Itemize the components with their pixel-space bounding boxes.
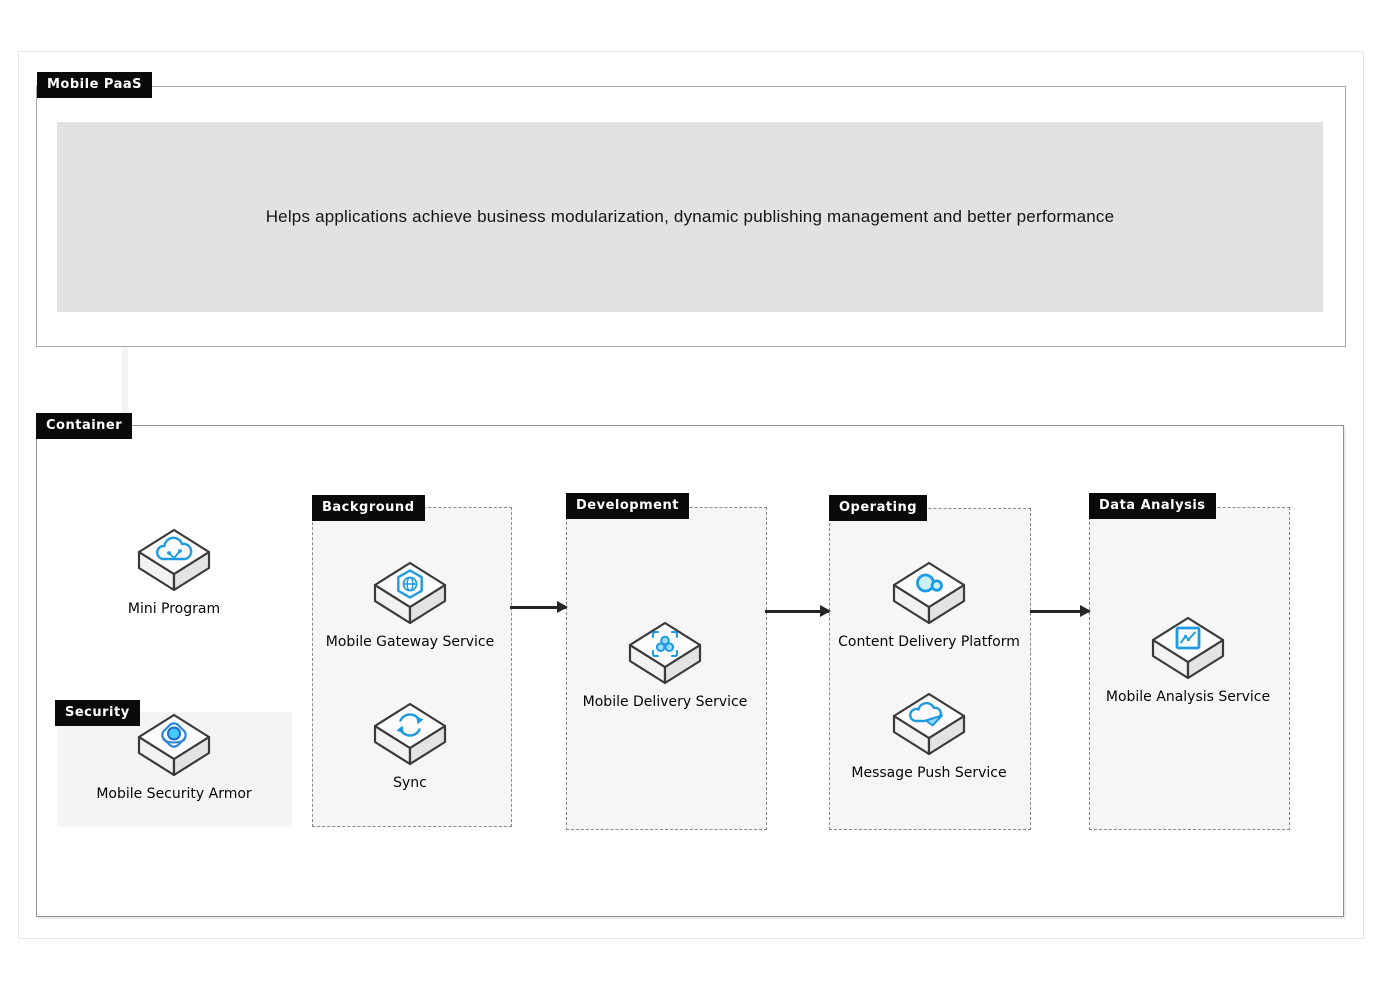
node-mobile-gateway-service: Mobile Gateway Service: [300, 561, 520, 651]
arrow-development-to-operating: [765, 605, 831, 617]
node-sync: Sync: [300, 702, 520, 792]
cloud-plane-icon: [892, 692, 966, 758]
chart-line-icon: [1151, 616, 1225, 682]
arrow-background-to-development: [510, 601, 568, 613]
node-label: Mobile Gateway Service: [325, 634, 495, 650]
node-label: Message Push Service: [851, 765, 1007, 781]
shield-orb-icon: [137, 713, 211, 779]
development-tag: Development: [566, 493, 689, 519]
node-mobile-delivery-service: Mobile Delivery Service: [555, 621, 775, 711]
operating-tag: Operating: [829, 495, 928, 521]
node-message-push-service: Message Push Service: [819, 692, 1039, 782]
node-label: Content Delivery Platform: [838, 634, 1020, 650]
mobile-paas-tag: Mobile PaaS: [37, 72, 153, 98]
group-background: [312, 507, 512, 827]
container-tag: Container: [36, 413, 133, 439]
group-operating: [829, 508, 1031, 830]
sync-arrows-icon: [373, 702, 447, 768]
dual-loop-icon: [892, 561, 966, 627]
cloud-circuit-icon: [137, 528, 211, 594]
arrow-operating-to-data-analysis: [1030, 605, 1091, 617]
description-banner: Helps applications achieve business modu…: [57, 122, 1323, 312]
description-text: Helps applications achieve business modu…: [265, 207, 1115, 226]
background-tag: Background: [312, 495, 425, 521]
group-data-analysis: [1089, 507, 1290, 830]
node-label: Sync: [393, 775, 427, 791]
node-mobile-analysis-service: Mobile Analysis Service: [1078, 616, 1298, 706]
hexagon-globe-icon: [373, 561, 447, 627]
node-mini-program: Mini Program: [64, 528, 284, 618]
node-content-delivery-platform: Content Delivery Platform: [819, 561, 1039, 651]
node-label: Mini Program: [127, 601, 221, 617]
node-label: Mobile Analysis Service: [1105, 689, 1271, 705]
outer-frame: [18, 51, 1364, 939]
viewfinder-cluster-icon: [628, 621, 702, 687]
node-label: Mobile Delivery Service: [582, 694, 748, 710]
node-label: Mobile Security Armor: [96, 786, 252, 802]
connector-strip: [122, 345, 128, 425]
data-analysis-tag: Data Analysis: [1089, 493, 1216, 519]
security-tag: Security: [55, 700, 140, 726]
node-mobile-security-armor: Mobile Security Armor: [64, 713, 284, 803]
